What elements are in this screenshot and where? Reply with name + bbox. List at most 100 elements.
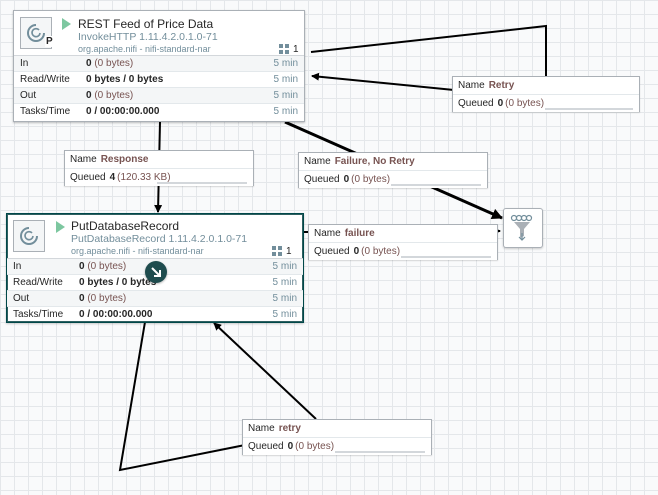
stat-row-read-write: Read/Write 0 bytes / 0 bytes 5 min bbox=[7, 275, 303, 291]
stat-value: 0 / 00:00:00.000 bbox=[86, 106, 160, 117]
queued-count: 0 bbox=[353, 246, 360, 257]
active-task-count: 1 bbox=[286, 246, 292, 257]
stat-row-in: In 0 (0 bytes) 5 min bbox=[14, 56, 304, 72]
name-key: Name bbox=[314, 228, 341, 239]
stat-label: Out bbox=[13, 293, 30, 304]
stat-value: 0 bytes / 0 bytes bbox=[79, 277, 157, 288]
stat-label: Out bbox=[20, 90, 37, 101]
processor-stats: In 0 (0 bytes) 5 min Read/Write 0 bytes … bbox=[14, 56, 304, 119]
queued-key: Queued bbox=[314, 246, 350, 257]
stat-row-tasks-time: Tasks/Time 0 / 00:00:00.000 5 min bbox=[14, 104, 304, 119]
connection-name: Response bbox=[100, 154, 149, 165]
queued-count: 4 bbox=[109, 172, 116, 183]
active-tasks-icon bbox=[279, 44, 289, 54]
processor-badge: P bbox=[45, 36, 54, 47]
stat-label: Tasks/Time bbox=[20, 106, 71, 117]
stat-label: In bbox=[20, 58, 29, 69]
stat-value: 0 (0 bytes) bbox=[86, 58, 134, 69]
stat-label: Tasks/Time bbox=[13, 309, 64, 320]
stat-label: Read/Write bbox=[20, 74, 70, 85]
active-tasks-icon bbox=[272, 246, 282, 256]
stat-time: 5 min bbox=[272, 277, 297, 288]
stat-value: 0 bytes / 0 bytes bbox=[86, 74, 164, 85]
stat-time: 5 min bbox=[272, 293, 297, 304]
connection-name: Failure, No Retry bbox=[334, 156, 415, 167]
queue-progress-bar bbox=[391, 184, 481, 186]
stat-value: 0 (0 bytes) bbox=[79, 261, 127, 272]
queued-size: (0 bytes) bbox=[361, 246, 401, 257]
name-key: Name bbox=[304, 156, 331, 167]
stat-label: In bbox=[13, 261, 22, 272]
run-status-icon bbox=[62, 18, 71, 30]
stat-value: 0 (0 bytes) bbox=[86, 90, 134, 101]
queue-progress-bar bbox=[335, 451, 425, 453]
processor-rest-feed[interactable]: P REST Feed of Price Data InvokeHTTP 1.1… bbox=[13, 10, 305, 122]
stat-row-read-write: Read/Write 0 bytes / 0 bytes 5 min bbox=[14, 72, 304, 88]
queued-size: (0 bytes) bbox=[505, 98, 545, 109]
queued-size: (0 bytes) bbox=[351, 174, 391, 185]
queue-progress-bar bbox=[157, 182, 247, 184]
active-task-count: 1 bbox=[293, 44, 299, 55]
queued-size: (0 bytes) bbox=[295, 441, 335, 452]
queued-key: Queued bbox=[458, 98, 494, 109]
queued-count: 0 bbox=[287, 441, 294, 452]
funnel[interactable] bbox=[503, 208, 543, 248]
connection-line-retry-lower-end[interactable] bbox=[213, 322, 317, 420]
processor-header: PutDatabaseRecord PutDatabaseRecord 1.11… bbox=[7, 214, 303, 259]
connection-line-retry-lower[interactable] bbox=[118, 321, 246, 472]
connection-name: failure bbox=[344, 228, 375, 239]
stat-time: 5 min bbox=[272, 261, 297, 272]
processor-type: InvokeHTTP 1.11.4.2.0.1.0-71 bbox=[78, 31, 218, 43]
stat-value: 0 / 00:00:00.000 bbox=[79, 309, 153, 320]
queue-progress-bar bbox=[401, 256, 491, 258]
processor-name: PutDatabaseRecord bbox=[71, 219, 180, 233]
stat-value: 0 (0 bytes) bbox=[79, 293, 127, 304]
stat-row-out: Out 0 (0 bytes) 5 min bbox=[14, 88, 304, 104]
stat-time: 5 min bbox=[273, 58, 298, 69]
queued-size: (120.33 KB) bbox=[117, 172, 171, 183]
stat-time: 5 min bbox=[272, 309, 297, 320]
stat-time: 5 min bbox=[273, 90, 298, 101]
connection-name: Retry bbox=[488, 80, 515, 91]
processor-icon bbox=[13, 220, 45, 252]
processor-bundle: org.apache.nifi - nifi-standard-nar bbox=[71, 246, 204, 256]
queued-key: Queued bbox=[304, 174, 340, 185]
queued-key: Queued bbox=[70, 172, 106, 183]
connection-line-retry-end[interactable] bbox=[311, 72, 455, 91]
name-key: Name bbox=[70, 154, 97, 165]
processor-header: P REST Feed of Price Data InvokeHTTP 1.1… bbox=[14, 11, 304, 56]
bulletin-indicator-icon[interactable] bbox=[145, 261, 167, 283]
queue-progress-bar bbox=[545, 108, 633, 110]
processor-bundle: org.apache.nifi - nifi-standard-nar bbox=[78, 44, 211, 54]
queued-count: 0 bbox=[343, 174, 350, 185]
stat-time: 5 min bbox=[273, 106, 298, 117]
stat-time: 5 min bbox=[273, 74, 298, 85]
queued-count: 0 bbox=[497, 98, 504, 109]
name-key: Name bbox=[248, 423, 275, 434]
stat-row-out: Out 0 (0 bytes) 5 min bbox=[7, 291, 303, 307]
processor-type: PutDatabaseRecord 1.11.4.2.0.1.0-71 bbox=[71, 233, 248, 245]
name-key: Name bbox=[458, 80, 485, 91]
queued-key: Queued bbox=[248, 441, 284, 452]
stat-label: Read/Write bbox=[13, 277, 63, 288]
connection-name: retry bbox=[278, 423, 301, 434]
run-status-icon bbox=[56, 221, 65, 233]
stat-row-tasks-time: Tasks/Time 0 / 00:00:00.000 5 min bbox=[7, 307, 303, 322]
connection-line-retry[interactable] bbox=[310, 24, 547, 76]
